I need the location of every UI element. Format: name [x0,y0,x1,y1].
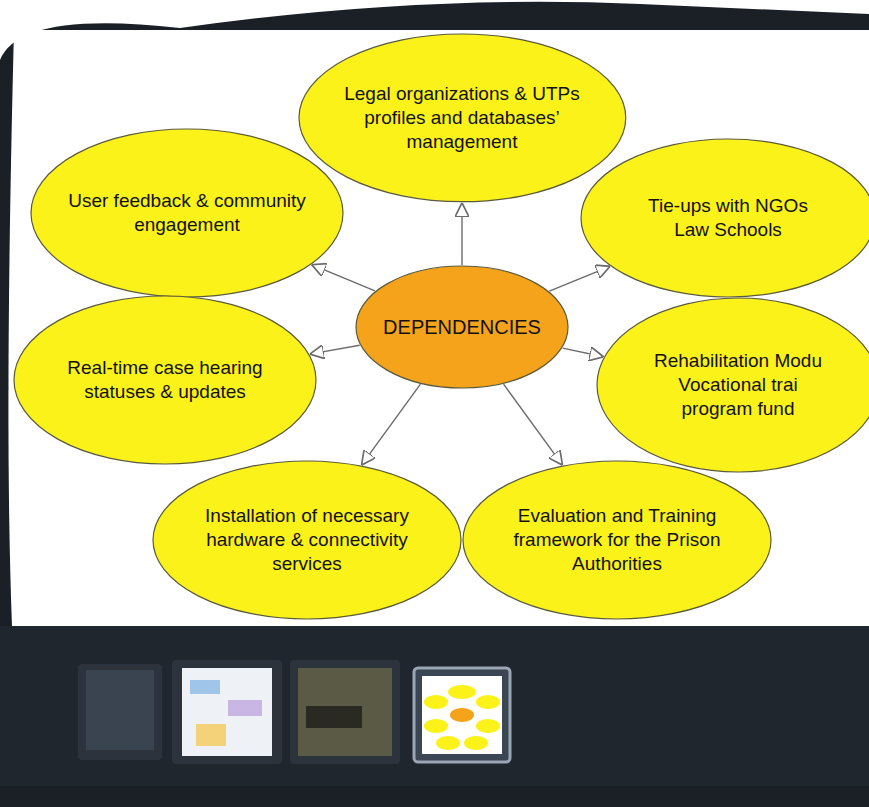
thumbnail [172,660,282,764]
thumbnail-image [422,676,502,754]
thumbnail-image [86,670,154,750]
thumbnail-detail [424,719,448,733]
dependency-ellipse: Evaluation and Training framework for th… [462,460,772,620]
thumbnail-detail [424,695,448,709]
dependency-ellipse: Tie-ups with NGOs Law Schools [580,138,869,298]
node-text: Rehabilitation Modu Vocational trai prog… [646,349,831,421]
hub-ellipse: DEPENDENCIES [355,265,569,389]
thumbnail-selected [414,668,510,762]
node-text: Real-time case hearing statuses & update… [55,356,275,404]
arrow-connector [312,265,375,291]
thumbnail-image [298,668,392,756]
thumbnail-image [182,668,272,756]
arrow-connector [461,203,462,265]
ellipse-outline [30,128,344,298]
thumbnail-detail [464,736,488,750]
node-text: Legal organizations & UTPs profiles and … [334,82,589,154]
thumbnail-detail [190,680,220,694]
arrow-connector [563,348,604,357]
arrow-connector [361,384,420,465]
thumbnail [290,660,400,764]
node-text: User feedback & community engagement [67,189,307,237]
thumbnail-detail [196,724,226,746]
thumbnail-detail [476,719,500,733]
dependency-ellipse: User feedback & community engagement [30,128,344,298]
thumbnail-detail [306,706,362,728]
arrow-connector [310,345,360,354]
thumbnail-detail [228,700,262,716]
thumbnail-strip [0,626,869,786]
arrow-connector [549,266,610,291]
thumbnail-detail [450,708,474,722]
thumbnail [78,664,162,760]
dependency-ellipse: Real-time case hearing statuses & update… [13,295,317,465]
dependency-ellipse: Installation of necessary hardware & con… [152,460,462,620]
thumbnail-detail [448,685,476,699]
thumbnail-detail [476,695,500,709]
node-text: DEPENDENCIES [377,315,547,339]
thumbnail-detail [436,736,460,750]
node-text: Evaluation and Training framework for th… [505,504,730,576]
node-text: Installation of necessary hardware & con… [187,504,427,576]
ellipse-outline [13,295,317,465]
arrow-connector [504,384,563,465]
node-text: Tie-ups with NGOs Law Schools [641,194,816,242]
ellipse-outline [580,138,869,298]
dependency-ellipse: Rehabilitation Modu Vocational trai prog… [596,297,869,473]
dependency-ellipse: Legal organizations & UTPs profiles and … [298,33,627,203]
